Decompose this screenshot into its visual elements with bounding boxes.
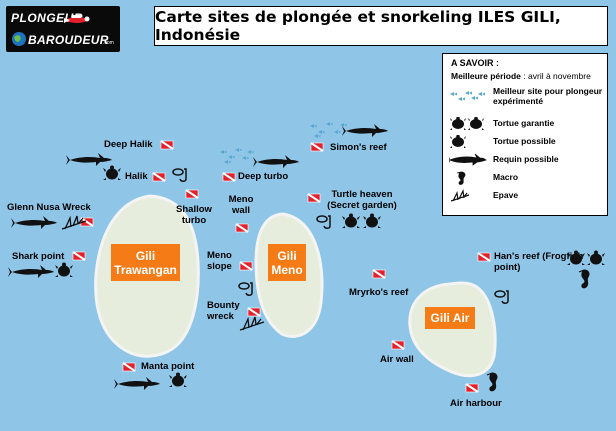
site-deep-turbo: Deep turbo [238,171,289,182]
flag-icon [465,383,479,393]
legend-period: Meilleure période : avril à novembre [451,71,591,81]
site-bounty-wreck: Bounty wreck [207,300,240,322]
shark-icon [253,155,299,168]
legend-item-shark-label: Requin possible [493,154,559,164]
turtle-icon [567,250,585,265]
wreck-icon [450,189,470,202]
snorkel-icon [172,168,187,182]
fish-school-icon [450,91,485,101]
site-glenn-nusa: Glenn Nusa Wreck [7,202,91,213]
island-label-air: Gili Air [425,307,475,329]
site-hans-reef: Han's reef (Frogfish point) [494,251,584,273]
seahorse-icon [456,171,466,185]
flag-icon [122,362,136,372]
site-shallow-turbo: Shallow turbo [176,204,212,226]
map-title-box: Carte sites de plongée et snorkeling ILE… [154,6,608,46]
legend: A SAVOIR : Meilleure période : avril à n… [442,53,608,216]
flag-icon [160,140,174,150]
flag-icon [477,252,491,262]
legend-item-macro: Macro [449,171,605,185]
gili-air-island [408,281,497,378]
map-title: Carte sites de plongée et snorkeling ILE… [155,8,561,44]
legend-period-value: : avril à novembre [520,71,591,81]
flag-icon [239,261,253,271]
shark-icon [449,153,487,166]
flag-icon [185,189,199,199]
island-name-air: Gili Air [430,311,470,325]
flag-icon [152,172,166,182]
logo-line3: .com [103,40,114,46]
flag-icon [391,340,405,350]
island-label-meno: Gili Meno [268,244,306,281]
shark-icon [66,153,112,166]
turtle-icon [342,213,360,228]
turtle-icon [363,213,381,228]
flag-icon [72,251,86,261]
island-name-meno: Gili Meno [271,248,303,277]
legend-item-turtle-guaranteed: Tortue garantie [449,117,605,131]
legend-item-wreck-label: Epave [493,190,519,200]
shark-icon [11,216,57,229]
site-meno-wall: Meno wall [228,194,254,216]
island-name-trawangan: Gili Trawangan [114,248,177,277]
site-meno-slope: Meno slope [207,250,232,272]
legend-item-turtle-possible-label: Tortue possible [493,136,556,146]
site-simons-reef: Simon's reef [330,142,387,153]
legend-item-macro-label: Macro [493,172,519,182]
legend-header: A SAVOIR : [451,58,500,68]
site-halik: Halik [125,171,148,182]
wreck-icon [61,215,87,230]
turtle-icon [103,165,121,180]
turtle-icon [450,135,466,148]
shark-icon [342,124,388,137]
shark-icon [114,377,160,390]
flag-icon [307,193,321,203]
flag-icon [247,307,261,317]
island-label-trawangan: Gili Trawangan [111,244,180,281]
site-air-harbour: Air harbour [450,398,502,409]
site-manta-point: Manta point [141,361,195,372]
turtle-icon [169,372,187,387]
flag-icon [310,142,324,152]
site-mryrko: Mryrko's reef [349,287,409,298]
seahorse-icon [578,269,590,289]
legend-item-turtle-possible: Tortue possible [449,135,605,149]
turtle-icon [587,250,605,265]
turtle-icon [55,262,73,277]
logo-line2: BAROUDEUR [28,33,109,47]
seahorse-icon [486,372,498,392]
legend-item-wreck: Epave [449,189,605,203]
site-shark-point: Shark point [12,251,65,262]
flag-icon [235,223,249,233]
site-air-wall: Air wall [380,354,414,365]
legend-item-turtle-guaranteed-label: Tortue garantie [493,118,555,128]
site-turtle-heaven: Turtle heaven (Secret garden) [327,189,397,211]
flag-icon [372,269,386,279]
globe-icon [12,32,26,46]
legend-item-shark: Requin possible [449,153,605,167]
logo: PLONGEUR BAROUDEUR .com [6,6,120,52]
snorkel-icon [494,290,509,304]
wreck-icon [239,316,265,331]
fish-school-icon [310,122,347,138]
snorkel-icon [238,282,253,296]
diver-icon [64,15,90,23]
flag-icon [222,172,236,182]
shark-icon [8,265,54,278]
legend-item-expert: Meilleur site pour plongeur expérimenté [449,86,605,110]
turtle-icon [450,117,484,130]
fish-school-icon [220,148,254,164]
snorkel-icon [316,215,331,229]
site-deep-halik: Deep Halik [104,139,153,150]
legend-item-expert-label: Meilleur site pour plongeur expérimenté [493,86,603,106]
legend-period-label: Meilleure période [451,71,521,81]
